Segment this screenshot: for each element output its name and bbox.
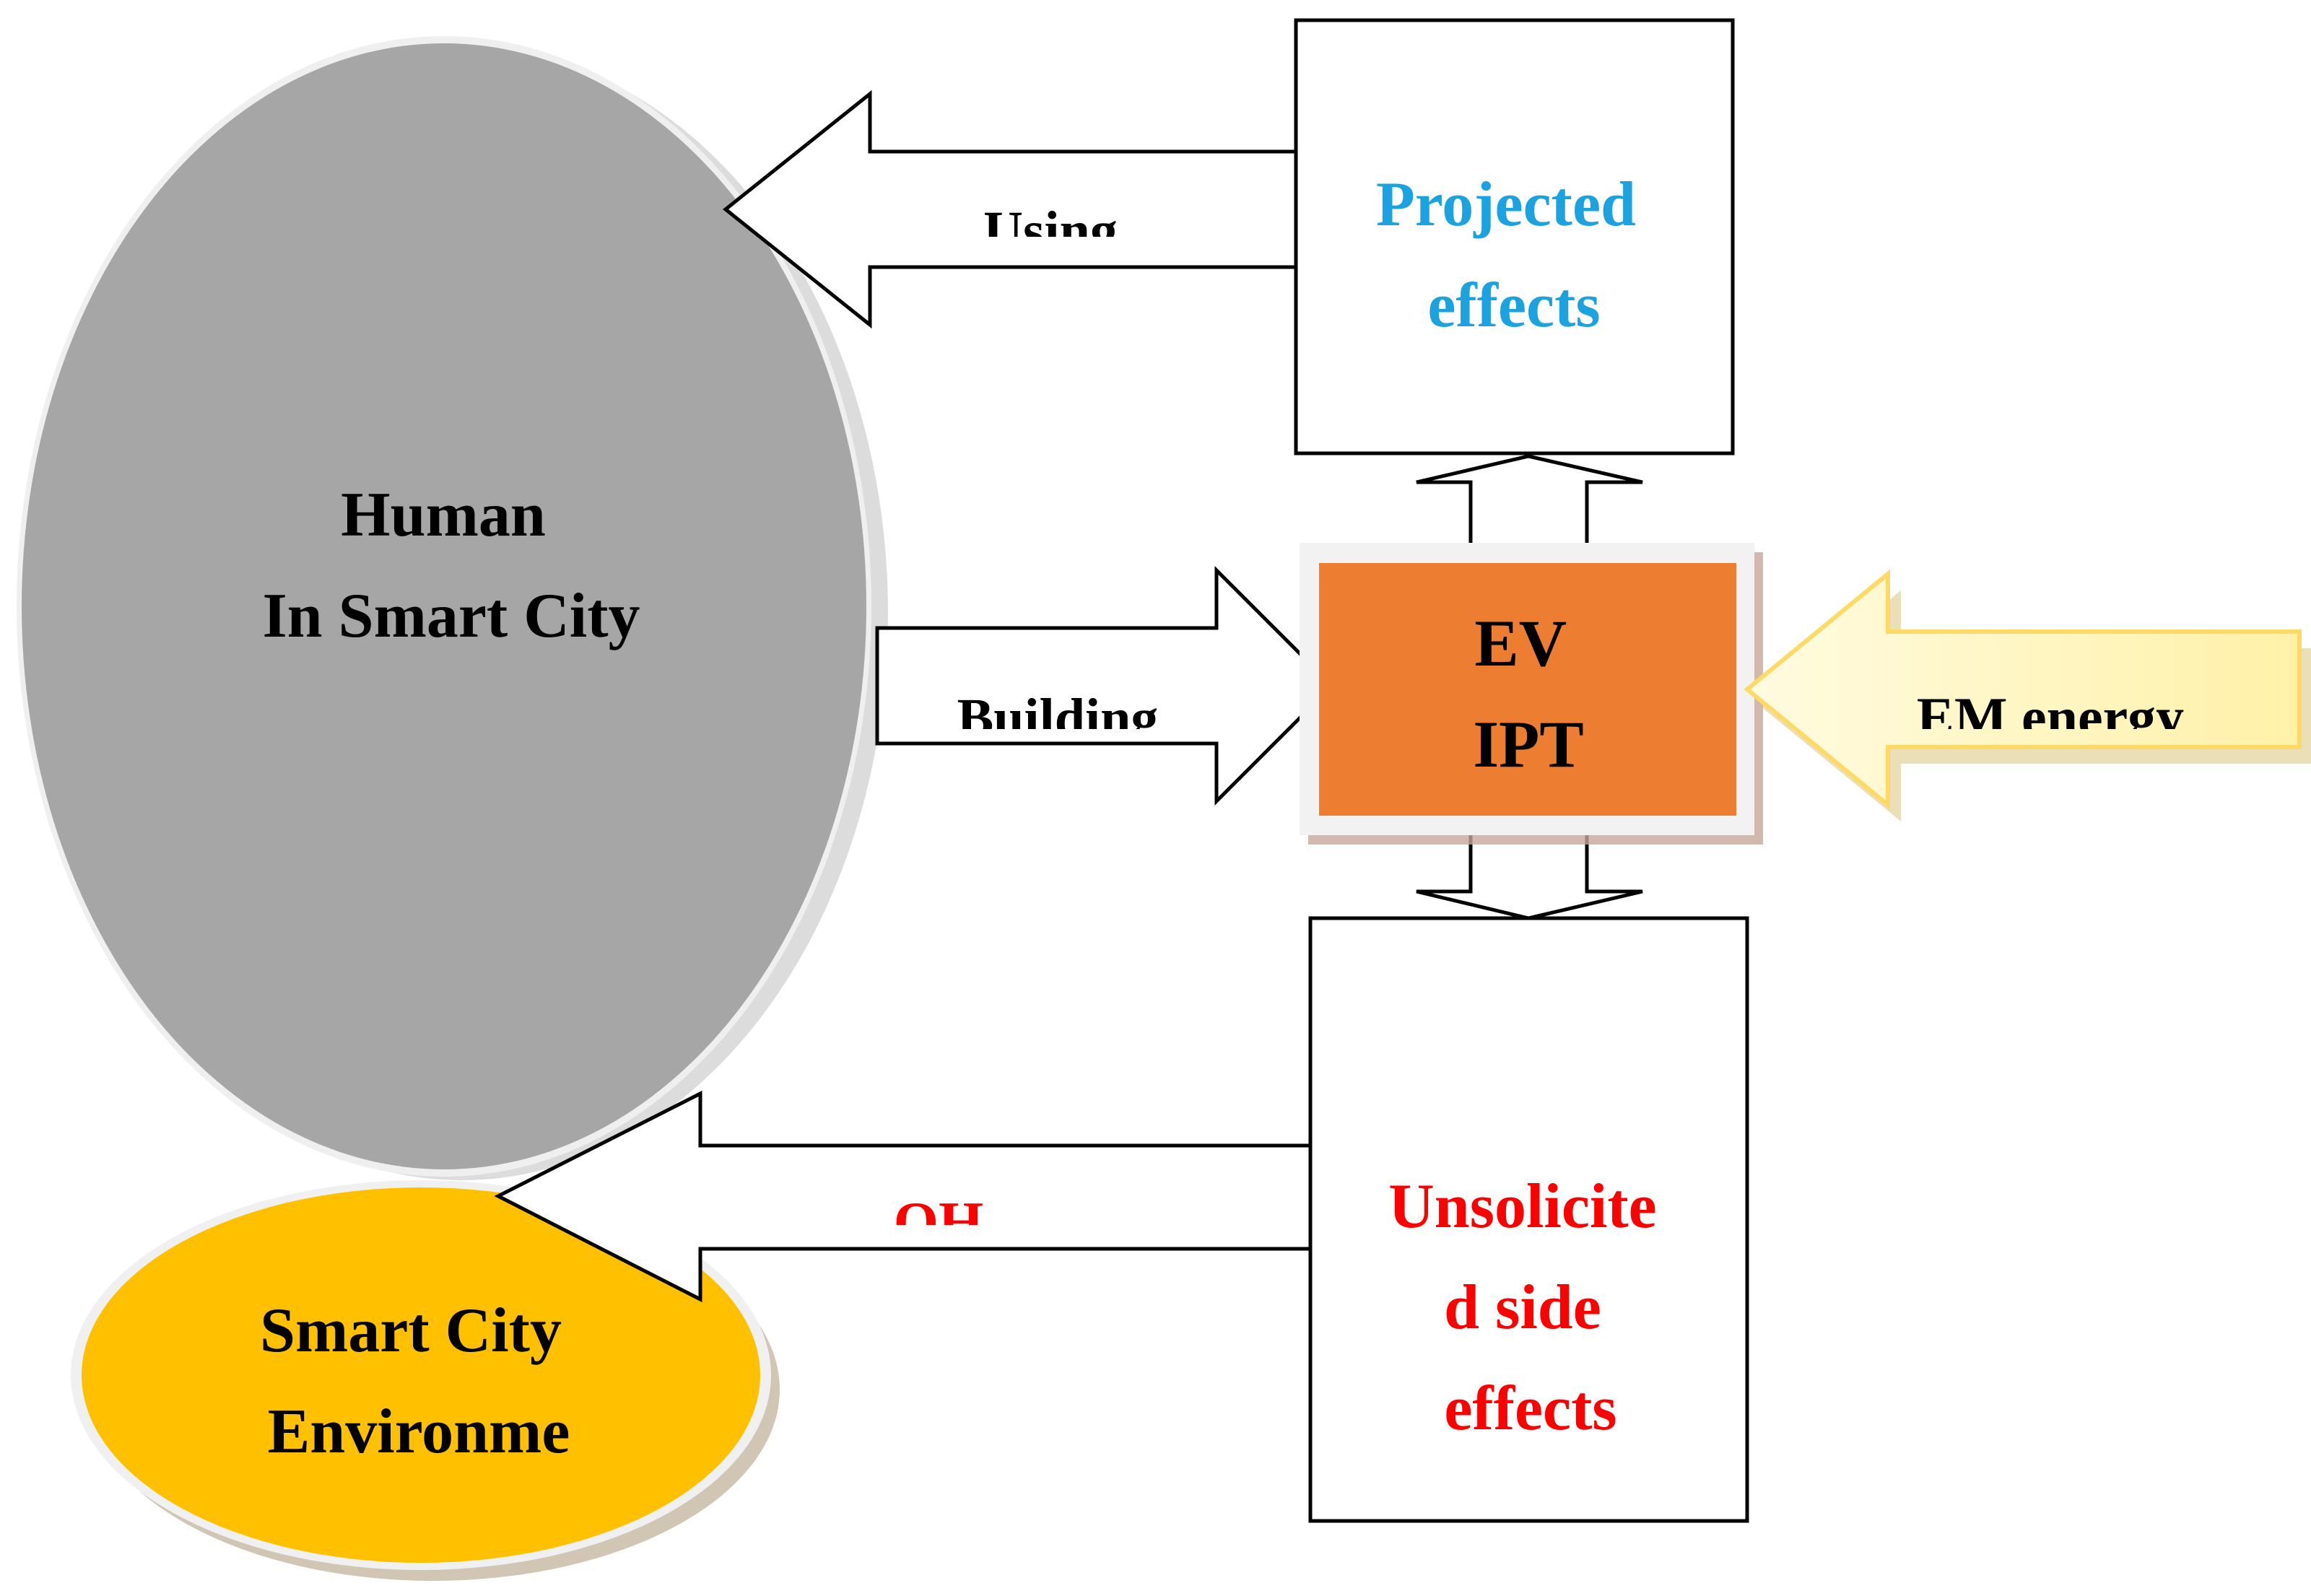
em-energy-arrow: EM energy — [1744, 569, 2311, 821]
svg-text:Projected effects: Projected effects — [1376, 170, 1652, 341]
svg-text:Human In Smart City: Human In Smart City — [262, 480, 640, 651]
ev-ipt-box: EV IPT — [1300, 543, 1763, 845]
unsolicited-effects-line-1: Unsolicite — [1388, 1172, 1657, 1242]
unsolicited-effects-box: Unsolicite d side effects — [1308, 916, 1749, 1523]
environment-label-line-2: Environme — [268, 1397, 570, 1467]
human-node: Human In Smart City — [17, 36, 888, 1180]
ev-ipt-label-line-2: IPT — [1473, 707, 1583, 781]
building-arrow-label: Building — [957, 688, 1159, 749]
environment-node: Smart City Environme — [71, 1180, 780, 1581]
svg-text:Unsolicite d side: Unsolicite d side effects — [1388, 1172, 1673, 1444]
building-arrow: Building — [875, 565, 1335, 806]
ev-ipt-label-line-1: EV — [1474, 606, 1566, 680]
human-label-line-1: Human — [341, 480, 546, 550]
svg-text:Smart City Environme: Smart City Environme — [260, 1296, 578, 1467]
environment-label-line-1: Smart City — [260, 1296, 562, 1366]
using-arrow-label: Using — [983, 201, 1118, 261]
oh-arrow: OH — [494, 1090, 1313, 1303]
using-arrow: Using — [722, 90, 1298, 329]
projected-effects-line-1: Projected — [1376, 170, 1636, 240]
em-energy-arrow-label: EM energy — [1917, 686, 2184, 749]
oh-arrow-label: OH — [894, 1191, 983, 1255]
svg-text:EV IPT: EV IPT — [1473, 606, 1583, 781]
projected-effects-line-2: effects — [1427, 271, 1600, 341]
unsolicited-effects-line-3: effects — [1444, 1374, 1616, 1444]
projected-effects-box: Projected effects — [1294, 18, 1735, 455]
human-label-line-2: In Smart City — [262, 581, 640, 651]
unsolicited-effects-line-2: d side — [1444, 1273, 1601, 1343]
up-arrow — [1416, 454, 1643, 558]
